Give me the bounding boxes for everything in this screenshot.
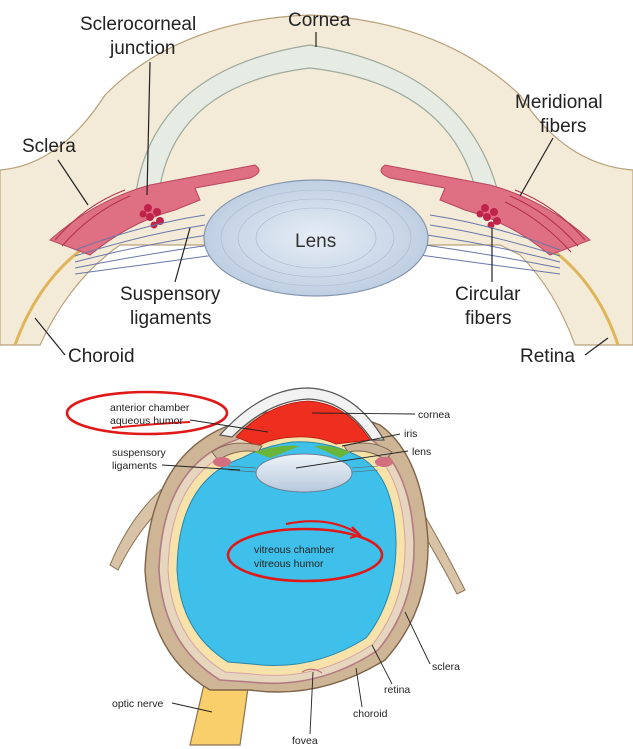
label-cornea-top: Cornea: [288, 10, 351, 31]
label-retina-bottom: retina: [384, 684, 410, 696]
label-choroid-bottom: choroid: [353, 708, 388, 720]
bottom-ciliary-left: [213, 457, 231, 467]
label-circular-fibers-line2: fibers: [465, 308, 511, 329]
label-sclera-bottom: sclera: [432, 661, 460, 673]
label-meridional-fibers-line2: fibers: [540, 116, 586, 137]
leader-sclera-bottom: [405, 612, 430, 664]
label-lens-top: Lens: [295, 231, 336, 252]
label-suspensory-ligaments-line2: ligaments: [130, 308, 211, 329]
label-suspensory-bottom-line1: suspensory: [112, 447, 166, 459]
top-eye-cross-section: Sclerocorneal junction Cornea Meridional…: [0, 10, 633, 367]
label-aqueous-humor: aqueous humor: [110, 415, 183, 427]
label-optic-nerve: optic nerve: [112, 698, 164, 710]
label-cornea-bottom: cornea: [418, 409, 450, 421]
label-fovea: fovea: [292, 735, 318, 747]
label-suspensory-ligaments-line1: Suspensory: [120, 284, 221, 305]
label-iris: iris: [404, 428, 417, 440]
label-sclerocorneal-junction-line2: junction: [109, 38, 176, 59]
bottom-lens: [256, 454, 352, 492]
label-anterior-chamber: anterior chamber: [110, 402, 190, 414]
label-circular-fibers-line1: Circular: [455, 284, 521, 305]
label-suspensory-bottom-line2: ligaments: [112, 460, 157, 472]
label-meridional-fibers-line1: Meridional: [515, 92, 603, 113]
label-lens-bottom: lens: [412, 446, 431, 458]
label-choroid-top: Choroid: [68, 346, 135, 367]
bottom-ciliary-right: [375, 457, 393, 467]
label-sclera-top: Sclera: [22, 136, 76, 157]
label-sclerocorneal-junction-line1: Sclerocorneal: [80, 14, 196, 35]
label-vitreous-humor: vitreous humor: [254, 558, 324, 570]
label-retina-top: Retina: [520, 346, 575, 367]
bottom-eye-diagram: anterior chamber aqueous humor cornea ir…: [67, 388, 465, 747]
label-vitreous-chamber: vitreous chamber: [254, 544, 335, 556]
